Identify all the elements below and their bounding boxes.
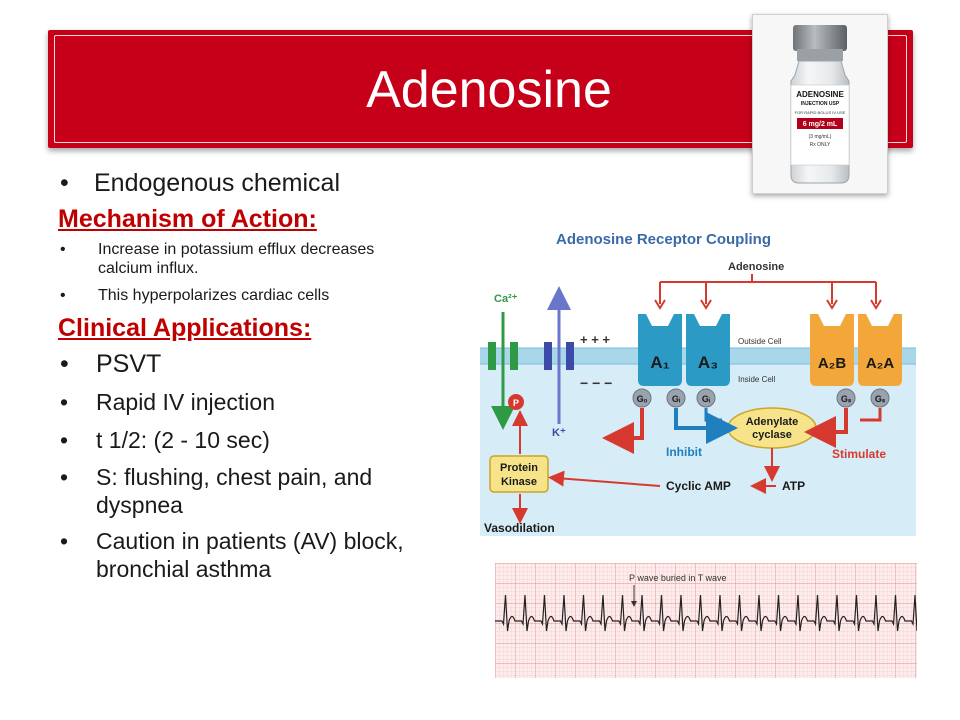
phosphate-label: P <box>513 398 519 408</box>
mechanism-bullet: Increase in potassium efflux decreases c… <box>58 240 418 278</box>
ecg-trace <box>495 594 917 632</box>
g-protein-label: Gₛ <box>841 394 852 404</box>
outside-cell-label: Outside Cell <box>738 337 782 346</box>
inside-cell-label: Inside Cell <box>738 375 776 384</box>
atp-label: ATP <box>782 479 805 493</box>
vial-dose: 6 mg/2 mL <box>803 121 838 128</box>
protein-kinase-box <box>489 455 549 493</box>
camp-to-kinase-arrow <box>548 470 661 487</box>
vial-subtitle: INJECTION USP <box>801 101 840 107</box>
clinical-bullet: Caution in patients (AV) block, bronchia… <box>58 527 458 583</box>
clinical-bullet: S: flushing, chest pain, and dyspnea <box>58 463 458 519</box>
stimulate-label: Stimulate <box>832 447 886 461</box>
enzyme-label-1: Adenylate <box>746 416 799 428</box>
clinical-heading: Clinical Applications: <box>58 314 312 342</box>
g-protein-label: Gₒ <box>637 394 648 404</box>
kinase-label-1: Protein <box>500 462 538 474</box>
potassium-label: K⁺ <box>552 427 566 439</box>
camp-label: Cyclic AMP <box>666 479 731 493</box>
receptor-a1 <box>638 314 682 386</box>
positive-charges: + + + <box>580 332 610 347</box>
g-protein-o <box>632 388 652 408</box>
inhibit-arrow <box>674 408 738 444</box>
adenylate-cyclase <box>727 407 817 449</box>
vial-illustration: ADENOSINE INJECTION USP FOR RAPID BOLUS … <box>790 25 850 184</box>
vial-concentration: (3 mg/mL) <box>809 134 832 140</box>
receptor-a1-label: A₁ <box>650 353 669 372</box>
kinase-label-2: Kinase <box>501 476 537 488</box>
clinical-bullet: t 1/2: (2 - 10 sec) <box>58 425 458 455</box>
receptor-a2a <box>858 314 902 386</box>
receptor-a2b <box>810 314 854 386</box>
enzyme-label-2: cyclase <box>752 429 792 441</box>
mechanism-heading: Mechanism of Action: <box>58 205 317 233</box>
negative-charges: − − − <box>580 375 612 391</box>
g-protein-s <box>870 388 890 408</box>
vial-cap <box>793 25 847 51</box>
vial-name: ADENOSINE <box>796 90 844 99</box>
stimulate-arrow <box>804 408 848 448</box>
adenosine-vial-photo: ADENOSINE INJECTION USP FOR RAPID BOLUS … <box>752 14 888 194</box>
title-banner-border <box>54 35 907 143</box>
vasodilation-label: Vasodilation <box>484 521 555 535</box>
g-protein-i <box>666 388 686 408</box>
receptor-a2b-label: A₂B <box>818 355 846 372</box>
g-protein-i <box>696 388 716 408</box>
slide-content: Endogenous chemical Mechanism of Action:… <box>58 168 458 583</box>
receptor-coupling-diagram: Adenosine Receptor Coupling Adenosine Ca… <box>480 231 916 536</box>
potassium-channel <box>544 342 552 370</box>
g-protein-label: Gᵢ <box>702 394 711 404</box>
intro-bullet: Endogenous chemical <box>58 168 458 198</box>
ligand-label: Adenosine <box>728 261 784 273</box>
clinical-bullet: PSVT <box>58 349 458 379</box>
g-protein-label: Gₛ <box>875 394 886 404</box>
o-protein-arrow <box>602 408 644 454</box>
inhibit-label: Inhibit <box>666 445 702 459</box>
clinical-bullet: Rapid IV injection <box>58 387 458 417</box>
ligand-branches <box>659 274 877 304</box>
receptor-a2a-label: A₂A <box>866 355 894 372</box>
g-protein-s <box>836 388 856 408</box>
vial-rx: Rx ONLY <box>810 142 831 148</box>
receptor-a3-label: A₃ <box>698 353 718 372</box>
slide-title: Adenosine <box>366 61 612 119</box>
diagram-title: Adenosine Receptor Coupling <box>556 231 771 248</box>
g-protein-label: Gᵢ <box>672 394 681 404</box>
ecg-strip: P wave buried in T wave <box>495 563 917 678</box>
mechanism-bullet: This hyperpolarizes cardiac cells <box>58 286 458 305</box>
phosphate-circle <box>508 394 524 410</box>
receptor-a3 <box>686 314 730 386</box>
vial-usage: FOR RAPID BOLUS IV USE <box>795 110 846 115</box>
vial-dose-band <box>797 118 843 129</box>
calcium-label: Ca²⁺ <box>494 293 518 305</box>
ecg-annotation: P wave buried in T wave <box>629 573 727 583</box>
calcium-channel <box>488 342 496 370</box>
